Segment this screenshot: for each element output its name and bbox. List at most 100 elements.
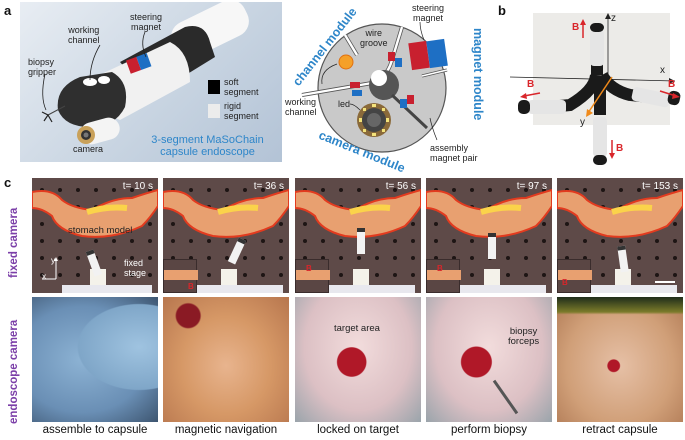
pegboard-hole [601, 188, 605, 192]
pegboard-hole [112, 273, 116, 277]
pegboard-hole [261, 256, 265, 260]
timestamp: t= 36 s [253, 181, 284, 192]
pegboard-hole [94, 188, 98, 192]
stomach-model-shape [32, 188, 158, 238]
steering-magnet [125, 53, 152, 74]
inset-field-label: B [188, 282, 194, 291]
pegboard-hole [225, 188, 229, 192]
pegboard-hole [261, 239, 265, 243]
pegboard-hole [655, 273, 659, 277]
pegboard-hole [189, 239, 193, 243]
pegboard-hole [542, 188, 546, 192]
pegboard-hole [524, 273, 528, 277]
coord-axis-y: y [51, 255, 56, 265]
pegboard-hole [452, 256, 456, 260]
pegboard-hole [524, 239, 528, 243]
soft-head [57, 72, 127, 127]
endoscope-camera-frame [426, 297, 552, 422]
pegboard-hole [601, 273, 605, 277]
pegboard-hole [601, 256, 605, 260]
label-led: led [338, 99, 351, 109]
pegboard-hole [411, 222, 415, 226]
pegboard-hole [506, 239, 510, 243]
multi-capsule-photo [509, 13, 681, 165]
inset-view: B [295, 259, 330, 293]
pegboard-hole [207, 188, 211, 192]
stomach-model-shape [426, 188, 552, 238]
pegboard-hole [411, 273, 415, 277]
inset-view: B [426, 259, 461, 293]
pegboard-hole [40, 256, 44, 260]
stage-platform [587, 285, 677, 293]
pegboard-hole [339, 273, 343, 277]
pegboard-hole [619, 239, 623, 243]
pegboard-hole [321, 256, 325, 260]
pegboard-hole [58, 239, 62, 243]
axis-label-y: y [580, 117, 585, 128]
pegboard-hole [434, 222, 438, 226]
pegboard-hole [565, 256, 569, 260]
label-steering-magnet: steering magnet [130, 12, 163, 32]
field-label-up: B [572, 22, 580, 33]
stomach-model-shape [163, 188, 289, 238]
title-line-2: capsule endoscope [160, 146, 255, 158]
pegboard-hole [583, 256, 587, 260]
pegboard-hole [303, 239, 307, 243]
pegboard-hole [637, 256, 641, 260]
endoscope-camera-frame [295, 297, 421, 422]
pegboard-hole [112, 188, 116, 192]
pegboard-hole [655, 239, 659, 243]
pegboard-hole [243, 256, 247, 260]
pegboard-hole [130, 239, 134, 243]
pegboard-hole [434, 239, 438, 243]
label-biopsy-forceps: biopsy forceps [508, 326, 540, 347]
pegboard-hole [524, 188, 528, 192]
pegboard-hole [583, 188, 587, 192]
timestamp: t= 10 s [122, 181, 153, 192]
pegboard-hole [58, 256, 62, 260]
stage-platform [456, 285, 546, 293]
pegboard-hole [673, 188, 677, 192]
pegboard-hole [434, 256, 438, 260]
stage-platform [325, 285, 415, 293]
pegboard-hole [303, 222, 307, 226]
inset-field-label: B [437, 264, 443, 273]
frame-caption: perform biopsy [450, 424, 528, 436]
pegboard-hole [357, 188, 361, 192]
endoscope-camera-frame [557, 297, 683, 422]
label-camera: camera [73, 144, 104, 154]
capsule-right [631, 87, 671, 108]
pegboard-hole [189, 188, 193, 192]
label-target-area: target area [334, 323, 380, 334]
pegboard-hole [279, 222, 283, 226]
pegboard-hole [673, 222, 677, 226]
pegboard-hole [524, 256, 528, 260]
pegboard-hole [94, 239, 98, 243]
timestamp: t= 97 s [516, 181, 547, 192]
inset-view: B [163, 259, 198, 293]
title-line-1: 3-segment MaSoChain [151, 134, 264, 146]
pegboard-hole [393, 256, 397, 260]
legend: soft segment rigid segment [208, 77, 259, 121]
pegboard-hole [112, 256, 116, 260]
inset-field-label: B [306, 264, 312, 273]
pegboard-hole [375, 273, 379, 277]
pegboard-hole [434, 188, 438, 192]
stage-platform [193, 285, 283, 293]
pegboard-hole [506, 273, 510, 277]
panel-a-title: 3-segment MaSoChain capsule endoscope [135, 134, 280, 158]
field-label-left: B [527, 79, 535, 90]
pegboard-hole [40, 239, 44, 243]
pegboard-hole [411, 256, 415, 260]
pegboard-hole [542, 222, 546, 226]
pegboard-hole [171, 188, 175, 192]
frame-caption: retract capsule [582, 424, 658, 436]
pegboard-hole [40, 273, 44, 277]
pegboard-hole [171, 222, 175, 226]
pegboard-hole [565, 188, 569, 192]
inset-view: B [557, 259, 592, 293]
pegboard-hole [565, 222, 569, 226]
pegboard-hole [76, 239, 80, 243]
